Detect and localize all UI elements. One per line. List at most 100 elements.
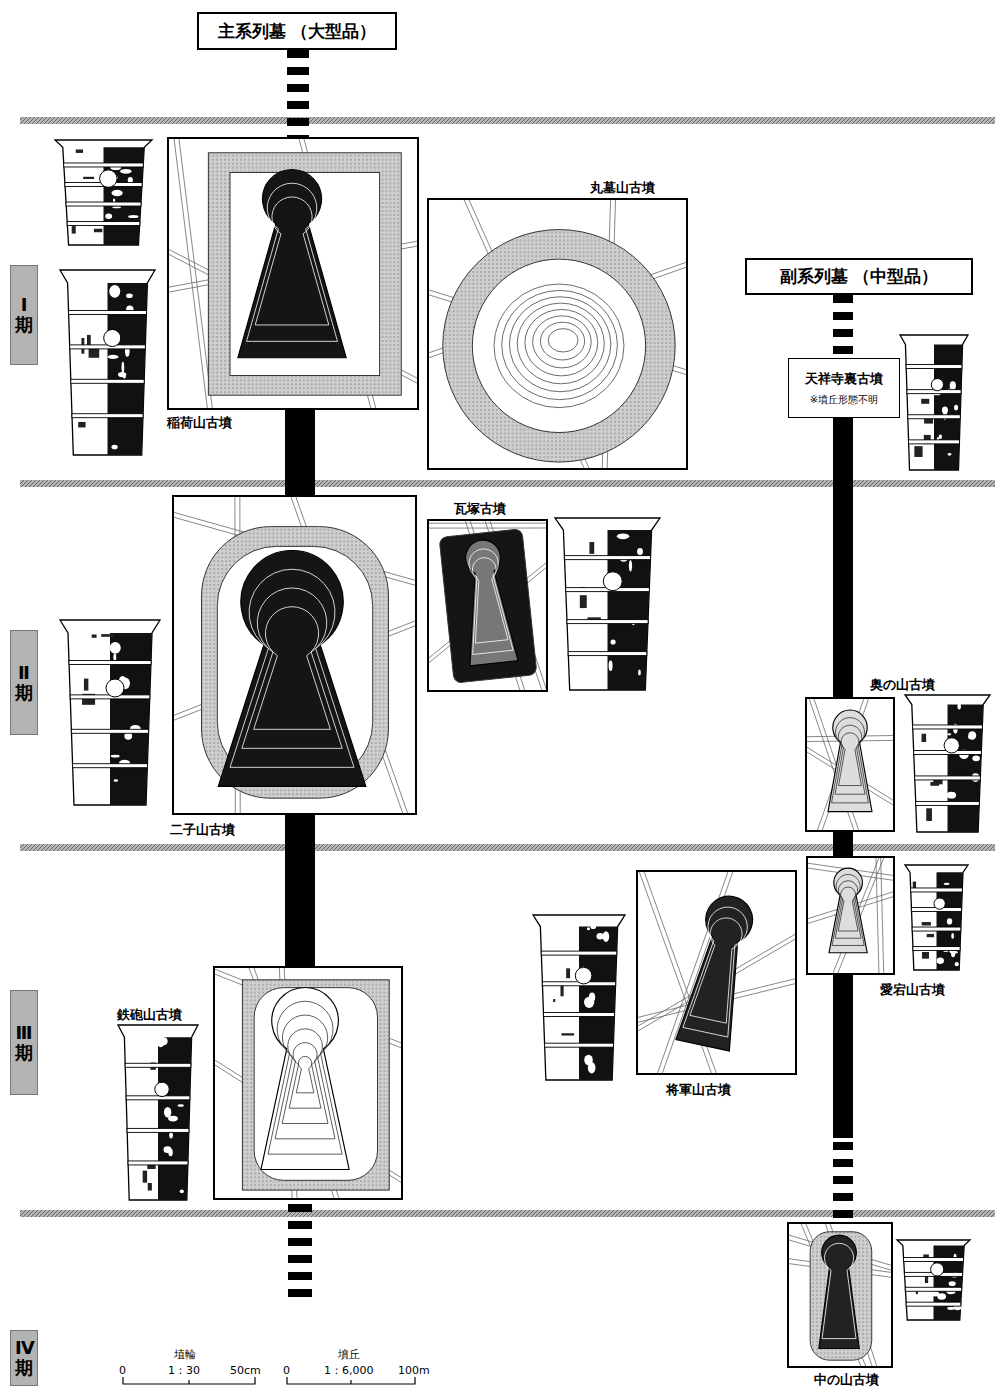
lineage-connector bbox=[300, 410, 301, 495]
haniwa-texture bbox=[610, 639, 615, 644]
haniwa-band bbox=[564, 556, 650, 560]
haniwa-band bbox=[916, 801, 980, 805]
haniwa-shading bbox=[579, 927, 618, 1080]
haniwa-shading bbox=[934, 344, 963, 470]
tomb-map: 稲荷山古墳 bbox=[167, 137, 419, 410]
haniwa-texture bbox=[944, 883, 950, 885]
tomb-name: 奥の山古墳 bbox=[870, 677, 935, 693]
series-header: 副系列墓 （中型品） bbox=[745, 258, 973, 295]
haniwa-texture bbox=[561, 1033, 574, 1035]
lineage-line bbox=[285, 815, 315, 966]
haniwa-texture bbox=[587, 927, 590, 930]
period-band bbox=[20, 117, 995, 124]
tomb-name: 鉄砲山古墳 bbox=[117, 1007, 182, 1023]
lineage-connector bbox=[843, 295, 844, 358]
haniwa-shading bbox=[937, 872, 963, 970]
period-label: Ⅳ期 bbox=[10, 1330, 38, 1386]
haniwa-texture bbox=[968, 731, 976, 739]
tomb-map: 丸墓山古墳 bbox=[427, 198, 688, 470]
haniwa-hole bbox=[106, 679, 124, 697]
period-name: Ⅳ期 bbox=[15, 1338, 33, 1378]
lineage-line bbox=[833, 975, 853, 1138]
haniwa-texture bbox=[926, 808, 932, 821]
haniwa-band bbox=[128, 1161, 188, 1165]
lineage-connector bbox=[843, 418, 844, 697]
tomb-map: 中の山古墳 bbox=[787, 1222, 893, 1368]
haniwa-band bbox=[904, 1258, 964, 1262]
period-label: Ⅲ期 bbox=[10, 990, 38, 1095]
haniwa-texture bbox=[590, 924, 596, 929]
scale-bar bbox=[123, 1377, 255, 1384]
haniwa-texture bbox=[584, 1055, 593, 1065]
tomb-map: 将軍山古墳 bbox=[636, 870, 797, 1075]
haniwa-hole bbox=[931, 379, 943, 391]
lineage-line-dashed bbox=[833, 295, 853, 358]
haniwa-texture bbox=[128, 215, 138, 218]
scale-label: 墳丘 bbox=[338, 1348, 360, 1361]
haniwa-texture bbox=[72, 226, 76, 234]
series-title: 主系列墓 （大型品） bbox=[218, 20, 377, 43]
haniwa-texture bbox=[942, 407, 948, 414]
haniwa-outline bbox=[905, 695, 990, 832]
scale-label: 埴輪 bbox=[174, 1348, 196, 1361]
haniwa-texture bbox=[954, 405, 958, 411]
haniwa-band bbox=[126, 1096, 190, 1100]
haniwa-shading bbox=[110, 633, 152, 805]
tomb-plan-drawing bbox=[789, 1224, 891, 1366]
haniwa-texture bbox=[83, 177, 94, 179]
haniwa-texture bbox=[637, 548, 643, 555]
haniwa-hole bbox=[934, 898, 945, 909]
haniwa-shading bbox=[158, 1037, 192, 1200]
haniwa-band bbox=[67, 222, 140, 226]
haniwa-texture bbox=[947, 453, 951, 456]
haniwa-texture bbox=[112, 206, 121, 208]
haniwa-texture bbox=[566, 968, 570, 978]
haniwa-band bbox=[64, 163, 144, 167]
scale-label: 100m bbox=[398, 1364, 430, 1377]
scale-bar bbox=[287, 1377, 415, 1384]
haniwa-band bbox=[66, 202, 141, 206]
haniwa-hole bbox=[944, 738, 959, 753]
haniwa-texture bbox=[589, 993, 595, 1002]
haniwa-texture bbox=[164, 1146, 172, 1153]
haniwa-band bbox=[567, 620, 648, 624]
haniwa-texture bbox=[922, 952, 929, 959]
haniwa-band bbox=[69, 660, 151, 664]
haniwa-texture bbox=[937, 958, 944, 964]
tomb-box: 天祥寺裏古墳※墳丘形態不明 bbox=[788, 358, 900, 418]
haniwa-texture bbox=[169, 1132, 173, 1138]
haniwa-texture bbox=[937, 1293, 946, 1300]
tomb-map: 二子山古墳 bbox=[172, 495, 417, 815]
haniwa-texture bbox=[126, 293, 133, 298]
haniwa-texture bbox=[111, 755, 120, 758]
haniwa-band bbox=[905, 1287, 961, 1291]
scale-label: 0 bbox=[119, 1364, 126, 1377]
haniwa-texture bbox=[156, 1035, 164, 1047]
haniwa-texture bbox=[927, 934, 934, 937]
haniwa-drawings bbox=[55, 140, 990, 1320]
haniwa-band bbox=[71, 379, 144, 383]
tomb-map: 瓦塚古墳 bbox=[427, 519, 548, 692]
haniwa-shading bbox=[104, 147, 145, 245]
scale-label: 1：30 bbox=[168, 1364, 200, 1377]
haniwa-band bbox=[125, 1063, 191, 1067]
lineage-line bbox=[285, 410, 315, 495]
tomb-plan-drawing bbox=[429, 521, 546, 690]
tomb-map: 愛宕山古墳 bbox=[806, 856, 895, 975]
haniwa-texture bbox=[120, 169, 131, 174]
haniwa-band bbox=[911, 888, 963, 892]
haniwa-hole bbox=[104, 329, 121, 346]
haniwa-outline bbox=[555, 518, 660, 690]
tomb-name: 丸墓山古墳 bbox=[590, 180, 655, 196]
period-divider-bands bbox=[20, 117, 995, 1217]
haniwa-outline bbox=[60, 620, 160, 805]
haniwa-band bbox=[908, 415, 961, 419]
haniwa-texture bbox=[617, 533, 629, 539]
scale-label: 1：6,000 bbox=[324, 1364, 374, 1377]
haniwa-hole bbox=[100, 170, 117, 187]
haniwa-texture bbox=[922, 922, 931, 925]
period-name: Ⅰ期 bbox=[15, 295, 33, 335]
haniwa-band bbox=[73, 764, 148, 768]
tomb-plan-drawing bbox=[174, 497, 415, 813]
period-name: Ⅲ期 bbox=[15, 1023, 33, 1063]
